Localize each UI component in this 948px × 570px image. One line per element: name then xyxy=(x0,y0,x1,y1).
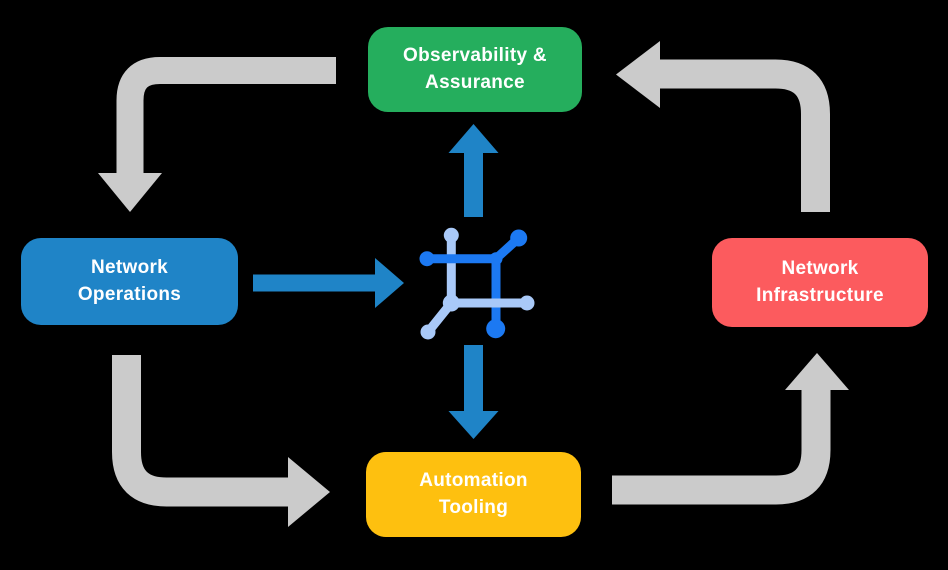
arrow-observability-to-operations xyxy=(98,57,336,212)
arrow-head xyxy=(448,124,499,153)
arrow-automation-to-infrastructure xyxy=(612,353,849,505)
icon-node-dot xyxy=(419,251,435,267)
arrow-infrastructure-to-observability xyxy=(616,41,830,212)
arrow-head xyxy=(98,173,162,212)
arrow-shaft xyxy=(112,355,289,507)
icon-node-dot xyxy=(510,229,528,247)
icon-junction-dot xyxy=(489,252,503,266)
node-label: Network Infrastructure xyxy=(756,257,884,306)
icon-node-dot xyxy=(486,319,506,339)
network-platform-icon xyxy=(419,227,535,340)
arrow-head xyxy=(785,353,849,390)
arrow-operations-to-platform xyxy=(253,258,404,308)
arrow-operations-to-automation xyxy=(112,355,330,527)
arrow-platform-to-automation xyxy=(448,345,499,439)
arrow-head xyxy=(616,41,660,108)
arrow-head xyxy=(288,457,330,527)
node-automation-tooling: Automation Tooling xyxy=(366,452,581,537)
icon-node-dot xyxy=(443,227,459,243)
icon-junction-dot xyxy=(442,294,460,312)
arrow-shaft xyxy=(116,57,336,174)
node-label: Observability & Assurance xyxy=(403,44,547,93)
node-network-infrastructure: Network Infrastructure xyxy=(712,238,928,327)
arrow-platform-to-observability xyxy=(448,124,499,217)
icon-node-dot xyxy=(420,324,436,340)
icon-node-dot xyxy=(519,295,535,311)
arrow-head xyxy=(448,411,499,439)
node-observability-assurance: Observability & Assurance xyxy=(368,27,582,112)
arrow-shaft xyxy=(612,389,831,505)
node-label: Automation Tooling xyxy=(419,469,528,518)
node-label: Network Operations xyxy=(77,256,182,305)
node-network-operations: Network Operations xyxy=(21,238,238,325)
arrow-head xyxy=(375,258,404,308)
arrow-shaft xyxy=(659,59,830,212)
